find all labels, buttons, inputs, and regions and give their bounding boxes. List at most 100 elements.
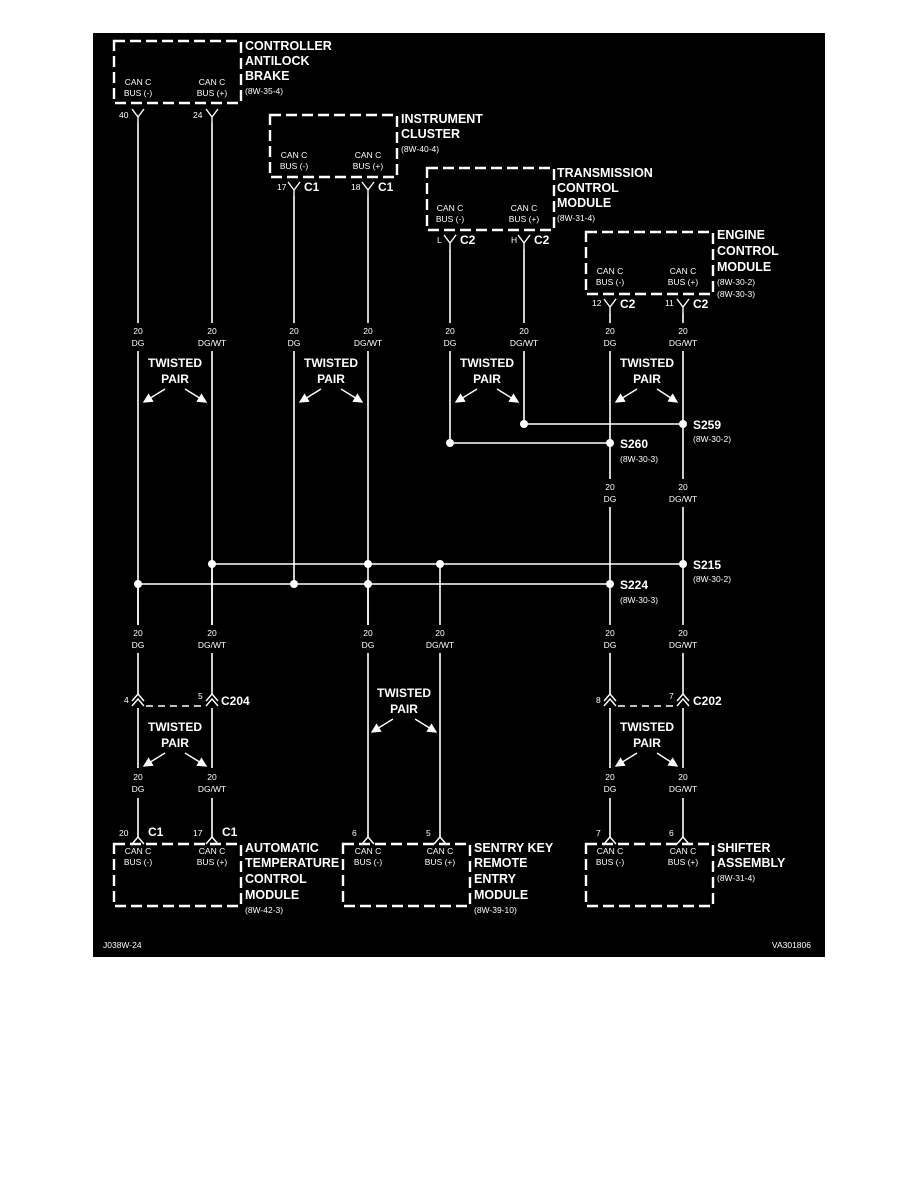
- can-c-bus-schematic: CONTROLLER ANTILOCK BRAKE (8W-35-4) INST…: [103, 39, 811, 950]
- twisted-pair-label: PAIR: [390, 702, 418, 716]
- wire-gauge: 20: [605, 628, 615, 638]
- pin-number: 5: [426, 828, 431, 838]
- splice-dot: [208, 560, 216, 568]
- shifter-bus-labels: CAN C BUS (-) CAN C BUS (+): [596, 846, 699, 867]
- arrow: [142, 388, 166, 403]
- inline-terminal: [131, 692, 145, 707]
- ic-module-box: [268, 113, 399, 179]
- bus-label: CAN C: [511, 203, 537, 213]
- terminal-ecm-neg: [603, 298, 617, 313]
- twisted-pair-label: PAIR: [317, 372, 345, 386]
- inline-connector-c204: 4 5 C204: [124, 691, 250, 708]
- twisted-pair-label: TWISTED: [304, 356, 358, 370]
- abs-title-line: CONTROLLER: [245, 39, 332, 53]
- arrow: [298, 388, 322, 403]
- tcm-title: TRANSMISSION CONTROL MODULE (8W-31-4): [557, 166, 653, 223]
- splice-dot: [606, 580, 614, 588]
- wires: [137, 123, 684, 838]
- wire-color: DG/WT: [669, 784, 697, 794]
- pin-number: 5: [198, 691, 203, 701]
- pin-number: L: [437, 235, 442, 245]
- bus-label: CAN C: [597, 846, 623, 856]
- pin-number: 8: [596, 695, 601, 705]
- shifter-module-box: [584, 842, 715, 908]
- shifter-title-line: ASSEMBLY: [717, 856, 786, 870]
- skrem-title-line: REMOTE: [474, 856, 527, 870]
- pin-number: 6: [352, 828, 357, 838]
- bus-label: BUS (-): [124, 88, 153, 98]
- tcm-title-line: MODULE: [557, 196, 611, 210]
- twisted-pair-label: TWISTED: [377, 686, 431, 700]
- wire-labels: 20 DG 20 DG/WT 20 DG 20 DG/WT 20 DG 20 D…: [132, 326, 698, 794]
- bus-label: BUS (+): [197, 857, 228, 867]
- splice-dot: [364, 580, 372, 588]
- connector-id: C1: [222, 825, 238, 839]
- splice-ref: (8W-30-3): [620, 454, 658, 464]
- pin-number: 40: [119, 110, 129, 120]
- shifter-title: SHIFTER ASSEMBLY (8W-31-4): [717, 841, 786, 883]
- twisted-pair-label: PAIR: [473, 372, 501, 386]
- terminal-skrem-pos: [433, 835, 447, 845]
- atc-ref: (8W-42-3): [245, 905, 283, 915]
- splice-dot: [446, 439, 454, 447]
- shifter-title-line: SHIFTER: [717, 841, 770, 855]
- tcm-module-box: [425, 166, 556, 232]
- splice-dot: [364, 560, 372, 568]
- bus-label: CAN C: [125, 846, 151, 856]
- wire-gauge: 20: [207, 326, 217, 336]
- terminal-atc-pos: [205, 835, 219, 845]
- wire-color: DG/WT: [669, 494, 697, 504]
- wire-color: DG/WT: [198, 640, 226, 650]
- abs-title: CONTROLLER ANTILOCK BRAKE (8W-35-4): [245, 39, 332, 96]
- wire-gauge: 20: [133, 628, 143, 638]
- ic-bus-labels: CAN C BUS (-) CAN C BUS (+): [280, 150, 384, 171]
- splice-dot: [134, 580, 142, 588]
- skrem-title: SENTRY KEY REMOTE ENTRY MODULE (8W-39-10…: [474, 841, 554, 915]
- wire-color: DG/WT: [510, 338, 538, 348]
- pin-number: 11: [665, 298, 674, 308]
- terminal-shifter-neg: [603, 835, 617, 845]
- bottom-pin-labels: 20 C1 17 C1 6 5 7 6: [119, 825, 674, 839]
- ecm-title: ENGINE CONTROL MODULE (8W-30-2) (8W-30-3…: [717, 228, 779, 299]
- ecm-ref: (8W-30-2): [717, 277, 755, 287]
- bus-label: CAN C: [281, 150, 307, 160]
- atc-module-box: [112, 842, 243, 908]
- pin-number: 17: [277, 182, 287, 192]
- bus-label: BUS (-): [596, 277, 625, 287]
- arrow: [656, 752, 679, 767]
- wire-color: DG: [604, 494, 617, 504]
- splice-dot: [520, 420, 528, 428]
- skrem-title-line: SENTRY KEY: [474, 841, 554, 855]
- bus-label: CAN C: [670, 846, 696, 856]
- ecm-bus-labels: CAN C BUS (-) CAN C BUS (+): [596, 266, 699, 287]
- bus-label: BUS (-): [596, 857, 625, 867]
- splice-ref: (8W-30-3): [620, 595, 658, 605]
- ecm-module-box: [584, 230, 715, 296]
- ic-title: INSTRUMENT CLUSTER (8W-40-4): [401, 112, 483, 154]
- tcm-bus-labels: CAN C BUS (-) CAN C BUS (+): [436, 203, 540, 224]
- connector-id: C2: [693, 297, 709, 311]
- wire-gauge: 20: [289, 326, 299, 336]
- ic-ref: (8W-40-4): [401, 144, 439, 154]
- pin-number: 6: [669, 828, 674, 838]
- wire-color: DG/WT: [669, 338, 697, 348]
- skrem-module-box: [341, 842, 472, 908]
- connector-id: C1: [304, 180, 320, 194]
- terminal-tcm-pos: [517, 234, 531, 249]
- ic-title-line: CLUSTER: [401, 127, 460, 141]
- skrem-title-line: ENTRY: [474, 872, 517, 886]
- splice-label-s260: S260: [620, 437, 648, 451]
- wire-gauge: 20: [207, 772, 217, 782]
- bus-label: BUS (-): [436, 214, 465, 224]
- wire-color: DG: [132, 338, 145, 348]
- twisted-pair-label: PAIR: [633, 736, 661, 750]
- wire-color: DG: [444, 338, 457, 348]
- arrow: [614, 388, 638, 403]
- pin-number: 17: [193, 828, 203, 838]
- bus-label: BUS (+): [353, 161, 384, 171]
- connector-id: C2: [534, 233, 550, 247]
- pin-number: 18: [351, 182, 361, 192]
- abs-bus-labels: CAN C BUS (-) CAN C BUS (+): [124, 77, 228, 98]
- wire-color: DG/WT: [426, 640, 454, 650]
- terminal-ic-pos: [361, 181, 375, 196]
